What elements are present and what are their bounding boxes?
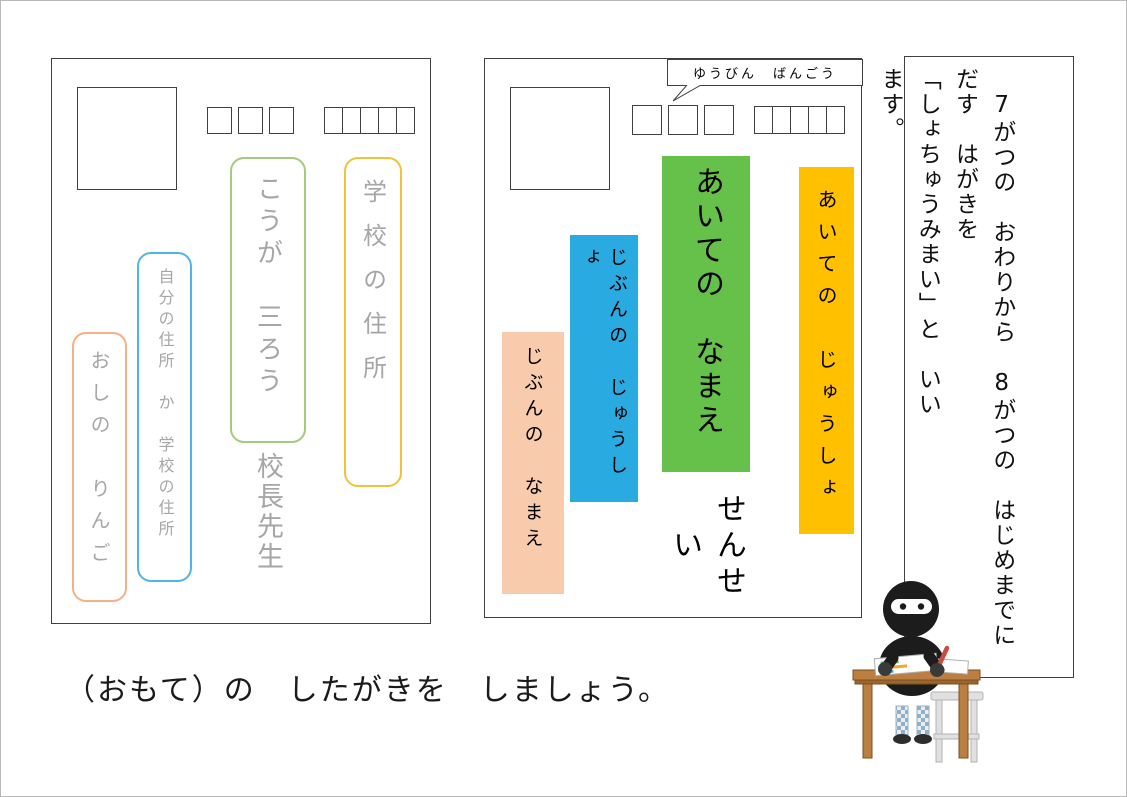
sender-name-block: じぶんの なまえ [502, 332, 564, 594]
postal-code-box [324, 107, 343, 134]
stamp-box [510, 87, 610, 190]
postal-code-callout-label: ゆうびん ばんごう [692, 67, 837, 82]
recipient-title-label: 校長先生 [252, 452, 283, 572]
postal-code-box [704, 105, 734, 135]
postal-code-box [360, 107, 379, 134]
recipient-honorific-label: せんせい [667, 493, 746, 601]
recipient-address-block: あいての じゅうしょ [799, 167, 854, 534]
postal-code-box [668, 105, 698, 135]
sender-address-outline-box: 自分の住所 か 学校の住所 [137, 252, 192, 582]
postal-code-box [808, 106, 827, 134]
side-note-text: 7がつの おわりから 8がつの はじめまでに だす はがきを 「しょちゅうみまい… [877, 67, 1015, 648]
recipient-name-label: こうが 三ろう [252, 175, 283, 399]
recipient-name-block-label: あいての なまえ [689, 166, 724, 438]
template-postcard: ゆうびん ばんごう あいての なまえ せんせい あいての じゅうしょ じぶんの … [484, 58, 863, 618]
postal-code-box [207, 107, 232, 134]
school-address-outline-box: 学校の住所 [344, 157, 402, 487]
example-postcard: 学校の住所 こうが 三ろう 校長先生 自分の住所 か 学校の住所 おしの りんご [51, 58, 431, 624]
callout-tail [673, 85, 702, 102]
sender-name-label: おしの りんご [87, 350, 111, 574]
school-address-label: 学校の住所 [358, 179, 387, 399]
postal-code-box [269, 107, 294, 134]
postal-code-boxes-main [632, 105, 734, 135]
sender-name-outline-box: おしの りんご [72, 332, 127, 602]
postal-code-box [632, 105, 662, 135]
postal-code-callout: ゆうびん ばんごう [667, 59, 863, 86]
sender-address-block: じぶんの じゅうしょ [570, 235, 638, 502]
postal-code-box [238, 107, 263, 134]
recipient-name-outline-box: こうが 三ろう [230, 157, 306, 443]
postal-code-boxes-sub [324, 107, 415, 134]
postal-code-box [378, 107, 397, 134]
postal-code-box [826, 106, 845, 134]
stamp-box [77, 87, 177, 190]
side-note-panel: 7がつの おわりから 8がつの はじめまでに だす はがきを 「しょちゅうみまい… [877, 56, 1074, 678]
postal-code-box [396, 107, 415, 134]
recipient-name-block: あいての なまえ [662, 156, 750, 472]
sender-address-block-label: じぶんの じゅうしょ [579, 247, 628, 481]
postal-code-box [342, 107, 361, 134]
postal-code-box [754, 106, 773, 134]
postal-code-box [790, 106, 809, 134]
sender-address-label: 自分の住所 か 学校の住所 [155, 268, 175, 541]
ninja-writing-illustration [852, 581, 984, 763]
sender-name-block-label: じぶんの なまえ [521, 346, 544, 554]
postal-code-box [772, 106, 791, 134]
postal-code-boxes-main [207, 107, 294, 134]
caption: （おもて）の したがきを しましょう。 [65, 673, 670, 708]
recipient-address-block-label: あいての じゅうしょ [814, 189, 838, 509]
postal-code-boxes-sub [754, 106, 845, 134]
